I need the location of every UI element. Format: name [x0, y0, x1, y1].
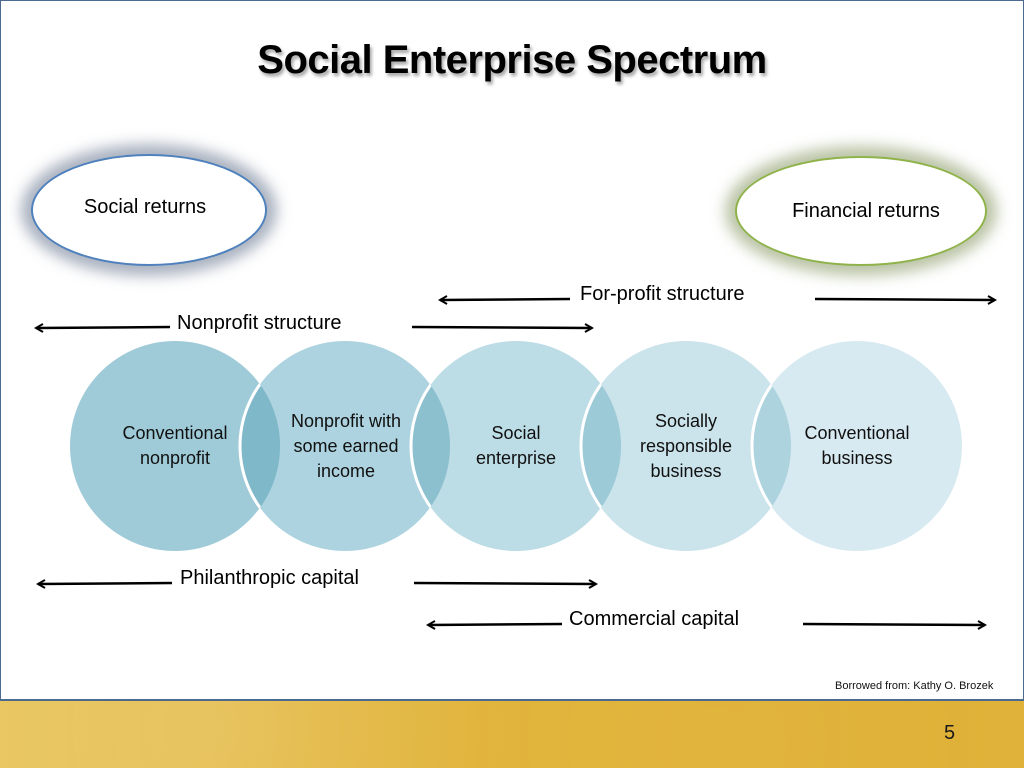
diagram-graphics	[0, 0, 1024, 700]
circle-conventional-business: Conventional business	[804, 423, 910, 468]
commercial-capital-arrow	[428, 624, 985, 625]
for-profit-arrow	[440, 299, 995, 300]
financial-returns-label: Financial returns	[792, 199, 940, 222]
philanthropic-capital-label: Philanthropic capital	[180, 567, 359, 589]
slide-title: Social Enterprise Spectrum	[257, 38, 767, 82]
circle-socially-responsible-business: Socially responsible business	[639, 410, 733, 481]
social-returns-ellipse: Social returns	[31, 154, 267, 266]
financial-returns-ellipse: Financial returns	[735, 156, 987, 266]
spectrum-circles	[70, 341, 962, 551]
for-profit-structure-label: For-profit structure	[580, 283, 745, 305]
circle-nonprofit-earned-income: Nonprofit with some earned income	[290, 410, 402, 481]
footer-band	[0, 701, 1024, 768]
nonprofit-structure-label: Nonprofit structure	[177, 312, 342, 334]
page-number: 5	[944, 722, 956, 744]
circle-social-enterprise: Social enterprise	[475, 423, 557, 468]
social-returns-label: Social returns	[83, 195, 207, 218]
commercial-capital-label: Commercial capital	[569, 608, 740, 630]
credit-text: Borrowed from: Kathy O. Brozek	[835, 680, 994, 692]
circle-conventional-nonprofit: Conventional nonprofit	[122, 423, 228, 468]
nonprofit-arrow	[36, 327, 592, 328]
philanthropic-capital-arrow	[38, 583, 596, 584]
